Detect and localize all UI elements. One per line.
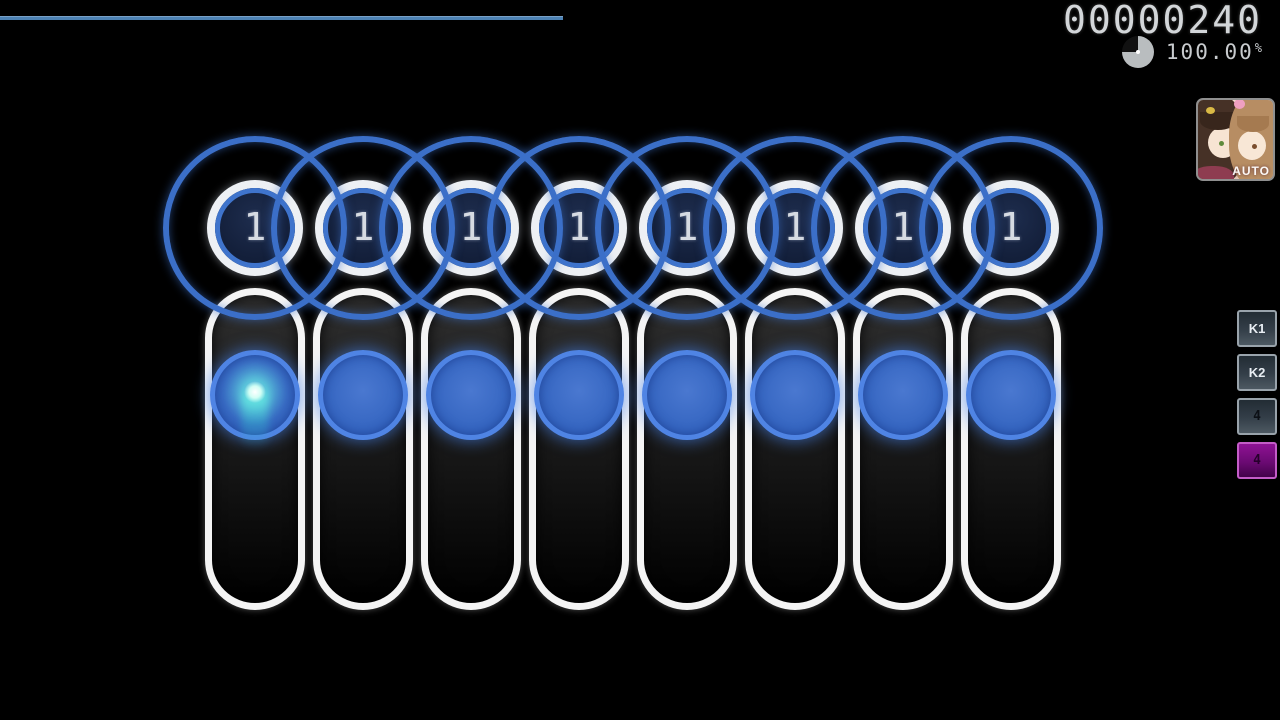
key-button-label: 4 <box>1253 409 1261 424</box>
slider-body[interactable] <box>313 288 413 610</box>
avatar-art <box>1200 112 1236 130</box>
slider-follow-circle[interactable] <box>966 350 1056 440</box>
key-button: K2 <box>1237 354 1277 391</box>
avatar-art <box>1252 144 1257 149</box>
slider-follow-circle[interactable] <box>318 350 408 440</box>
slider-body[interactable] <box>421 288 521 610</box>
health-bar <box>0 16 563 20</box>
slider-body[interactable] <box>529 288 629 610</box>
slider-follow-circle[interactable] <box>426 350 516 440</box>
score-display: 00000240 <box>1062 0 1262 42</box>
slider-body[interactable] <box>745 288 845 610</box>
avatar-art <box>1206 107 1215 114</box>
player-avatar: AUTO <box>1196 98 1275 181</box>
avatar-art <box>1219 141 1224 146</box>
key-button-label: 4 <box>1253 453 1261 468</box>
slider-follow-circle[interactable] <box>642 350 732 440</box>
accuracy-percent-sign: % <box>1254 40 1262 55</box>
key-overlay: K1 K2 4 4 <box>1237 310 1277 486</box>
slider-body[interactable] <box>853 288 953 610</box>
accuracy-value: 100.00 <box>1165 39 1254 64</box>
cursor-glow-core <box>244 381 266 403</box>
key-button-label: K2 <box>1248 365 1266 380</box>
key-button: 4 <box>1237 442 1277 479</box>
slider-follow-circle[interactable] <box>858 350 948 440</box>
avatar-art <box>1234 100 1245 109</box>
song-progress-pie-icon <box>1121 36 1154 68</box>
avatar-art <box>1237 116 1269 132</box>
accuracy-row: 100.00% <box>1121 36 1262 68</box>
key-button: K1 <box>1237 310 1277 347</box>
accuracy-display: 100.00% <box>1165 39 1262 64</box>
slider-follow-circle[interactable] <box>750 350 840 440</box>
avatar-art <box>1198 166 1234 179</box>
auto-mod-label: AUTO <box>1232 164 1270 178</box>
slider-body[interactable] <box>205 288 305 610</box>
approach-circle <box>919 136 1103 320</box>
key-button: 4 <box>1237 398 1277 435</box>
slider-follow-circle[interactable] <box>534 350 624 440</box>
slider-body[interactable] <box>637 288 737 610</box>
key-button-label: K1 <box>1248 321 1266 336</box>
slider-body[interactable] <box>961 288 1061 610</box>
